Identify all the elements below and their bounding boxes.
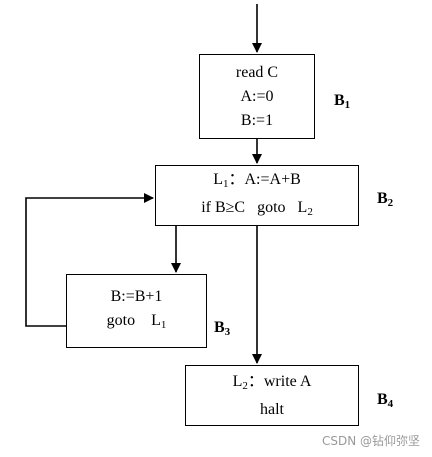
b3-line-2: goto L1 [107, 309, 167, 337]
b2-line-2: if B≥C goto L2 [201, 196, 313, 224]
b2-label-prefix: L [213, 170, 223, 188]
block-label-b3-sub: 3 [224, 326, 231, 338]
b4-line-1-text: ：write A [247, 372, 312, 390]
block-label-b2-sub: 2 [387, 197, 394, 209]
b2-line-2-text: if B≥C goto L [201, 198, 308, 216]
b4-label-prefix: L [232, 372, 243, 390]
b4-line-2: halt [260, 400, 284, 418]
b1-line-read: read C [235, 63, 279, 81]
block-label-b4-letter: B [377, 391, 388, 408]
block-b3: B:=B+1 goto L1 [66, 274, 207, 348]
block-label-b1-letter: B [334, 92, 345, 109]
block-b1: read C A:=0 B:=1 [199, 54, 315, 139]
block-b2: L1：A:=A+B if B≥C goto L2 [155, 165, 359, 226]
b3-line-2-sub: 1 [160, 319, 167, 331]
arrow-b3-b2-loop [25, 193, 154, 327]
b2-label-prefix-sub: 1 [223, 177, 229, 190]
block-label-b4: B4 [377, 391, 393, 410]
b2-line-2-sub: 2 [307, 205, 313, 218]
block-label-b1: B1 [334, 92, 350, 111]
block-label-b2: B2 [377, 190, 393, 209]
b1-line-assign-b: B:=1 [240, 111, 274, 129]
b1-line-assign-a: A:=0 [240, 87, 274, 105]
watermark: CSDN @钻仰弥坚 [321, 434, 420, 448]
block-label-b4-sub: 4 [387, 398, 394, 410]
b4-line-1: L2：write A [233, 370, 312, 398]
block-b4: L2：write A halt [185, 365, 359, 426]
b4-label-prefix-sub: 2 [242, 379, 248, 392]
b2-line-1: L1：A:=A+B [213, 168, 301, 196]
b2-line-1-text: ：A:=A+B [228, 170, 301, 188]
b3-line-1: B:=B+1 [110, 288, 163, 305]
b3-line-2-text: goto L [106, 312, 161, 329]
block-label-b2-letter: B [377, 190, 388, 207]
block-label-b3-letter: B [214, 319, 225, 336]
block-label-b1-sub: 1 [344, 99, 351, 111]
block-label-b3: B3 [214, 319, 230, 338]
